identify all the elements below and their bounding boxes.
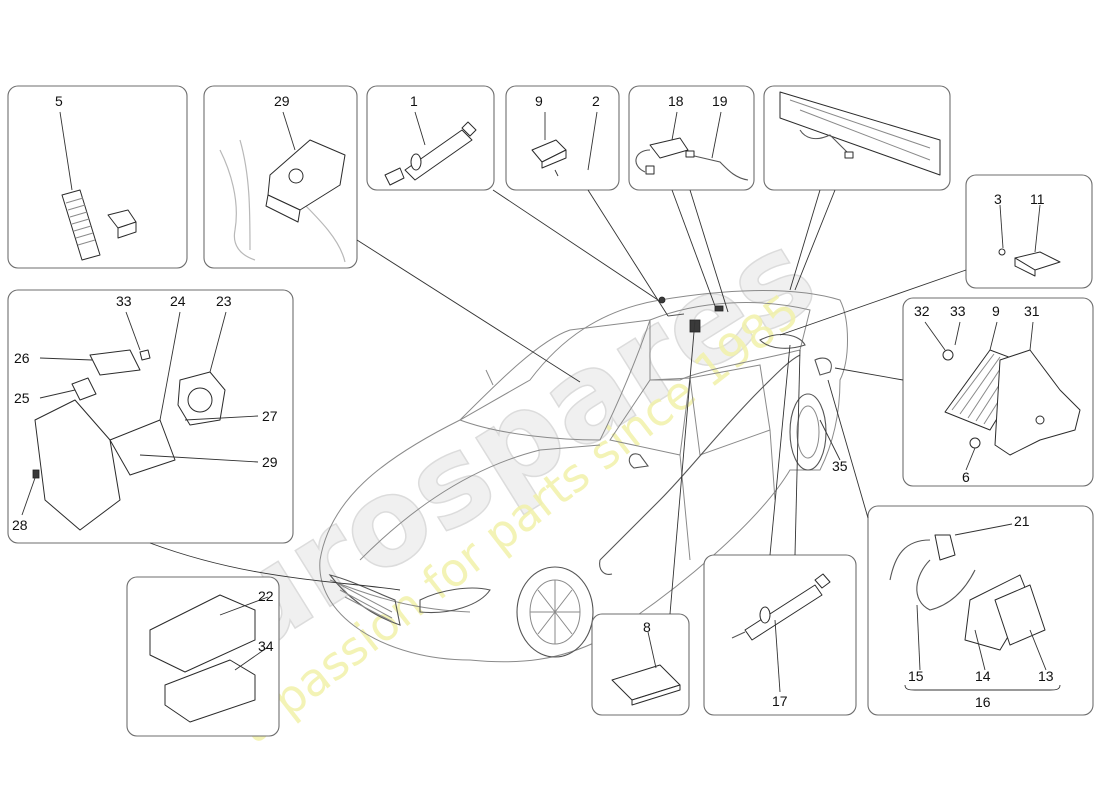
- box-part-10-2: [505, 85, 620, 191]
- callout-35: 35: [832, 458, 848, 474]
- box-part-17: [703, 554, 857, 716]
- callout-18: 18: [668, 93, 684, 109]
- callout-8: 8: [643, 619, 651, 635]
- callout-10: 9: [535, 93, 543, 109]
- callout-5: 5: [55, 93, 63, 109]
- box-rear-spoiler: [763, 85, 951, 191]
- box-part-33-to-28: [7, 289, 294, 544]
- callout-27: 28: [12, 517, 28, 533]
- box-part-20-to-13: [867, 505, 1094, 716]
- callout-31: 32: [914, 303, 930, 319]
- callout-34: 34: [258, 638, 274, 654]
- callout-1: 1: [410, 93, 418, 109]
- callout-25: 26: [14, 350, 30, 366]
- callout-9: 9: [992, 303, 1000, 319]
- box-part-21-34: [126, 576, 280, 737]
- callout-26: 27: [262, 408, 278, 424]
- leader-lines: [21, 111, 1047, 693]
- box-part-31-32-9-30-6: [902, 297, 1094, 487]
- box-part-5: [7, 85, 188, 269]
- callout-2: 2: [592, 93, 600, 109]
- callout-24: 25: [14, 390, 30, 406]
- box-part-3-11: [965, 174, 1093, 289]
- callout-21: 22: [258, 588, 274, 604]
- callout-28: 29: [262, 454, 278, 470]
- callout-30: 31: [1024, 303, 1040, 319]
- callout-19: 19: [712, 93, 728, 109]
- callout-17: 17: [772, 693, 788, 709]
- box-part-18-19: [628, 85, 755, 191]
- callout-3: 3: [994, 191, 1002, 207]
- callout-32: 33: [950, 303, 966, 319]
- box-part-8: [591, 613, 690, 716]
- callout-29: 29: [274, 93, 290, 109]
- box-part-1: [366, 85, 495, 191]
- callout-labels: 5 29 1 9 2 18 19 3 11 32 33 9 31 6 33 24…: [12, 93, 1054, 710]
- callout-13: 13: [1038, 668, 1054, 684]
- callout-23: 24: [170, 293, 186, 309]
- callout-11: 11: [1030, 191, 1045, 207]
- callout-6: 6: [962, 469, 970, 485]
- callout-33: 33: [116, 293, 132, 309]
- callout-22: 23: [216, 293, 232, 309]
- callout-15: 15: [908, 668, 924, 684]
- box-part-29: [203, 85, 358, 269]
- callout-14: 14: [975, 668, 991, 684]
- callout-16: 16: [975, 694, 991, 710]
- callout-20: 21: [1014, 513, 1030, 529]
